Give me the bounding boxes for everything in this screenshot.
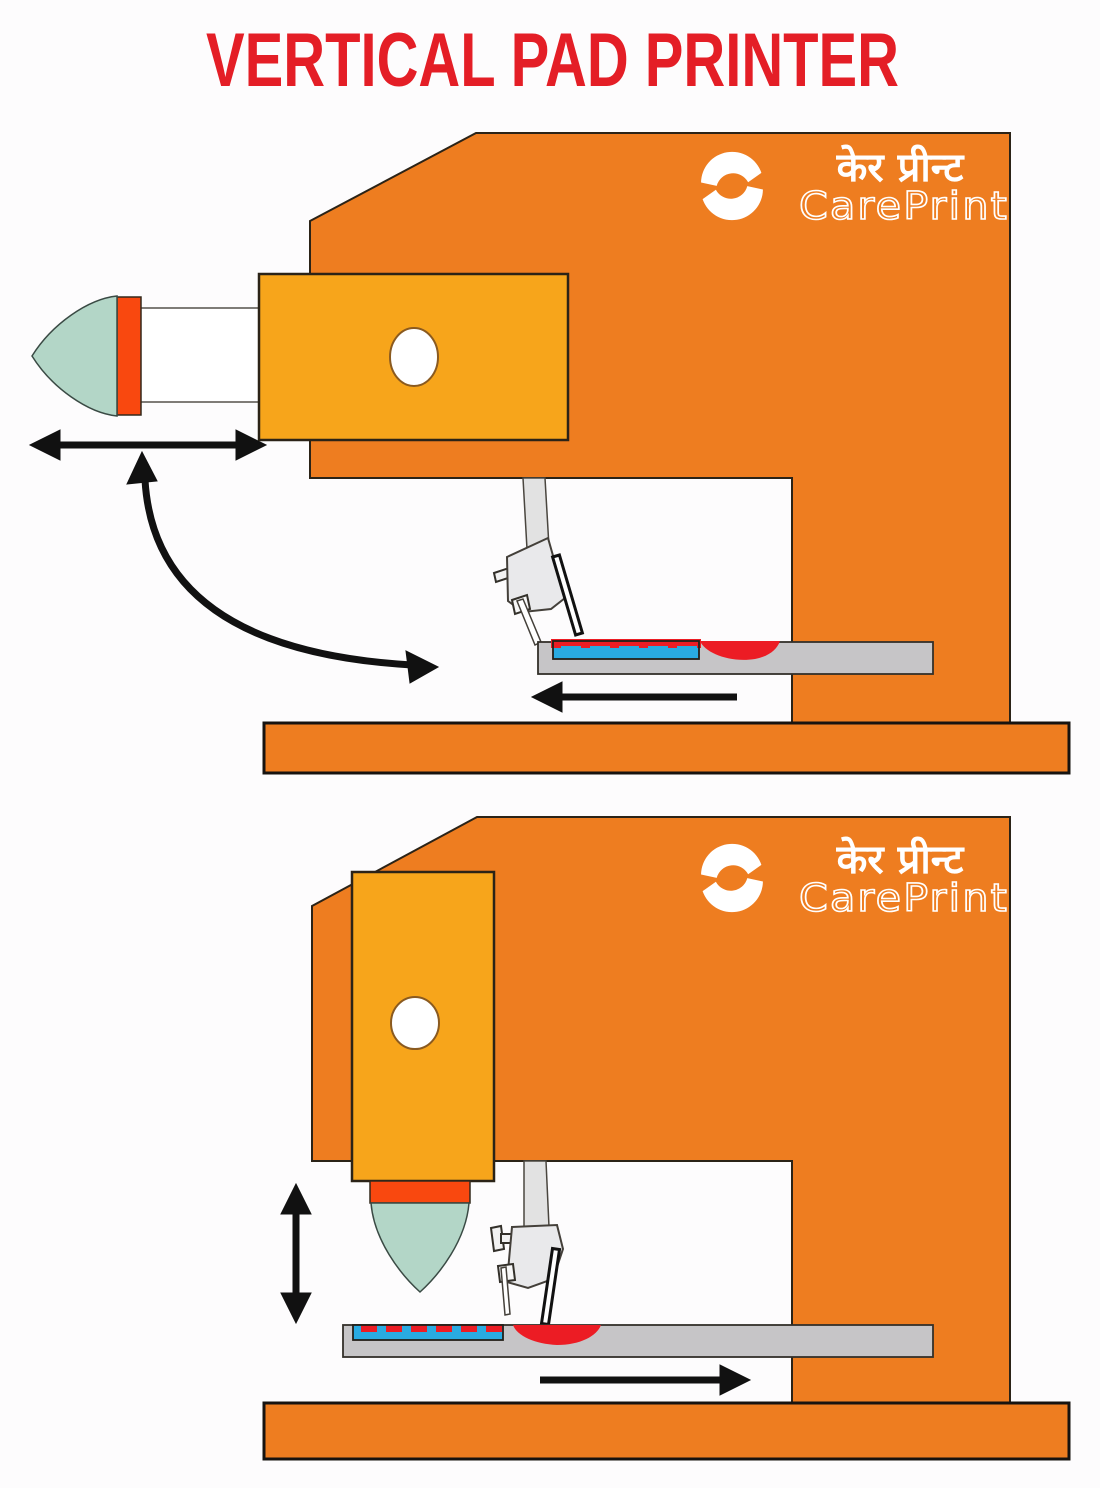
careprint-logo: केर प्रीन्ट CarePrint: [701, 836, 1009, 921]
swirl-icon: [701, 151, 763, 221]
pad-shaft: [139, 307, 261, 403]
page-title: VERTICAL PAD PRINTER: [206, 18, 899, 103]
logo-devanagari-text: केर प्रीन्ट: [836, 836, 966, 883]
figure-top: केर प्रीन्ट CarePrint: [28, 132, 1071, 775]
plate-ink-dashes: [361, 1325, 502, 1332]
pad-band: [369, 1180, 471, 1204]
logo-latin-text: CarePrint: [799, 184, 1009, 228]
carriage-pin-cap: [489, 1224, 506, 1253]
machine-base: [262, 721, 1071, 775]
cliche-plate-outline: [352, 1324, 504, 1341]
logo-latin-text: CarePrint: [799, 876, 1009, 920]
swirl-icon: [701, 843, 763, 913]
pad-band: [116, 296, 142, 416]
careprint-logo: केर प्रीन्ट CarePrint: [701, 144, 1009, 229]
squeegee-post: [523, 1160, 550, 1228]
silicone-pad: [31, 295, 118, 417]
cliche-plate-outline: [552, 640, 700, 660]
block-hole: [390, 996, 440, 1050]
figure-bottom: केर प्रीन्ट CarePrint: [262, 816, 1071, 1461]
squeegee-blade: [550, 553, 585, 637]
plate-etch-dashes: [561, 646, 697, 656]
ink-film: [551, 639, 780, 660]
up-down-arrow-icon: [280, 1182, 312, 1325]
silicone-pad: [370, 1202, 470, 1294]
logo-devanagari-text: केर प्रीन्ट: [836, 144, 966, 191]
bed-left-arrow-icon: [530, 681, 737, 713]
machine-base: [262, 1401, 1071, 1461]
ink-puddle: [700, 641, 780, 660]
swing-curved-arrow-icon: [126, 450, 440, 684]
block-hole: [389, 327, 439, 387]
ink-cup-strip: [500, 1266, 511, 1316]
squeegee-carriage: [505, 536, 567, 614]
left-right-arrow-icon: [28, 429, 268, 461]
ink-puddle: [513, 1325, 601, 1345]
bed-right-arrow-icon: [540, 1364, 752, 1396]
